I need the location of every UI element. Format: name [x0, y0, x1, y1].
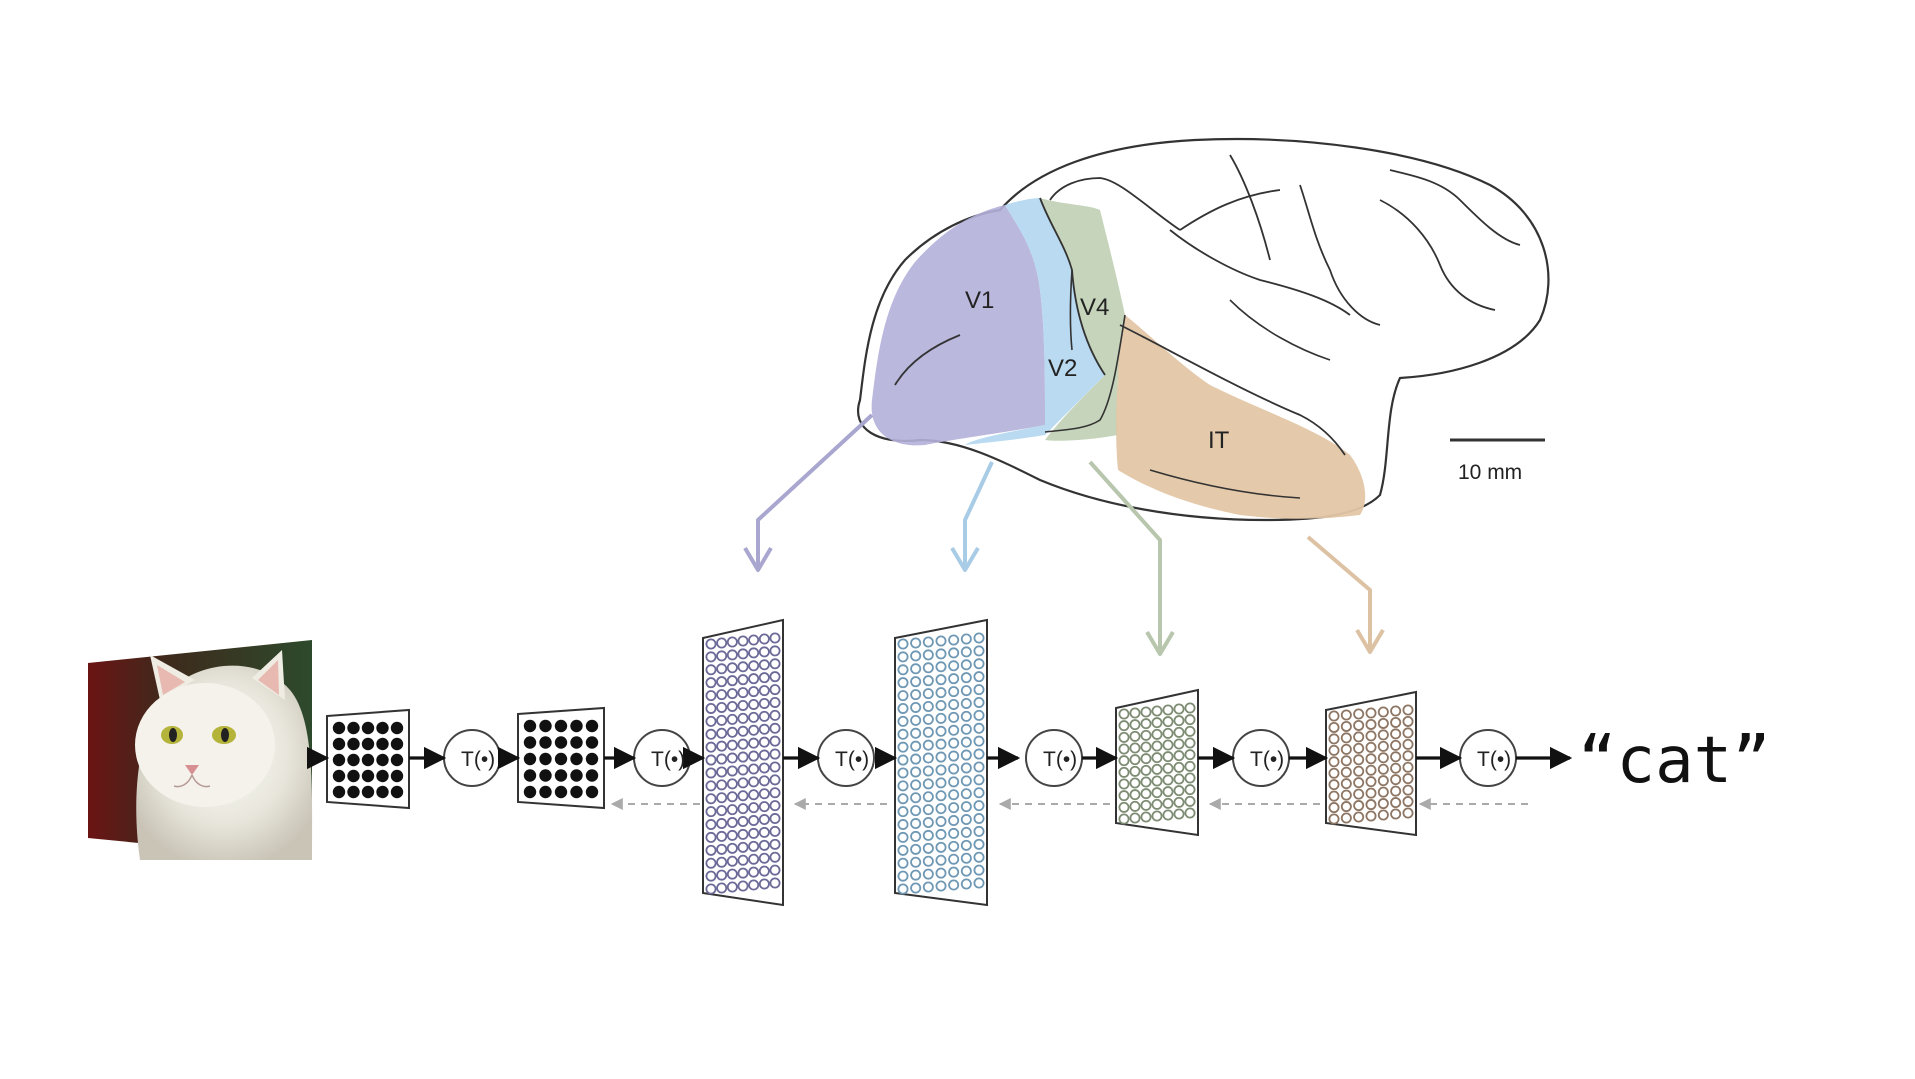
- feature-map-layer-1: [702, 618, 784, 907]
- transform-label-3: T(•): [835, 748, 869, 771]
- transform-labels: T(•) T(•) T(•) T(•) T(•) T(•): [461, 748, 1511, 771]
- region-v4-area: [1040, 198, 1125, 441]
- cat-photo-icon: [88, 640, 313, 860]
- region-it-area: [1116, 315, 1366, 519]
- output-label-cat: “cat”: [1578, 724, 1771, 798]
- transform-label-6: T(•): [1477, 748, 1511, 771]
- region-v2-area: [965, 198, 1105, 445]
- mapping-arrow-it: [1306, 535, 1372, 650]
- transform-label-4: T(•): [1043, 748, 1077, 771]
- region-label-it: IT: [1208, 427, 1230, 454]
- mapping-arrow-v4: [1088, 460, 1162, 652]
- network-pipeline: [306, 618, 1573, 907]
- mapping-arrow-v1: [756, 413, 874, 568]
- region-v1-area: [871, 205, 1045, 446]
- scale-bar-label: 10 mm: [1458, 461, 1522, 484]
- transform-label-5: T(•): [1250, 748, 1284, 771]
- feature-map-layer-2: [894, 618, 988, 907]
- feature-map-layer-4: [1325, 690, 1417, 837]
- mapping-arrows: [743, 413, 1385, 656]
- small-feature-map-1: [326, 708, 410, 810]
- region-label-v2: V2: [1048, 355, 1077, 382]
- transform-label-1: T(•): [461, 748, 495, 771]
- brain-illustration: V1 V4 V2 IT 10 mm: [857, 137, 1550, 522]
- region-label-v4: V4: [1080, 294, 1109, 321]
- small-feature-map-2: [517, 706, 605, 810]
- feature-map-layer-3: [1115, 688, 1199, 837]
- mapping-arrow-v2: [963, 461, 994, 568]
- transform-label-2: T(•): [651, 748, 685, 771]
- region-label-v1: V1: [965, 287, 994, 314]
